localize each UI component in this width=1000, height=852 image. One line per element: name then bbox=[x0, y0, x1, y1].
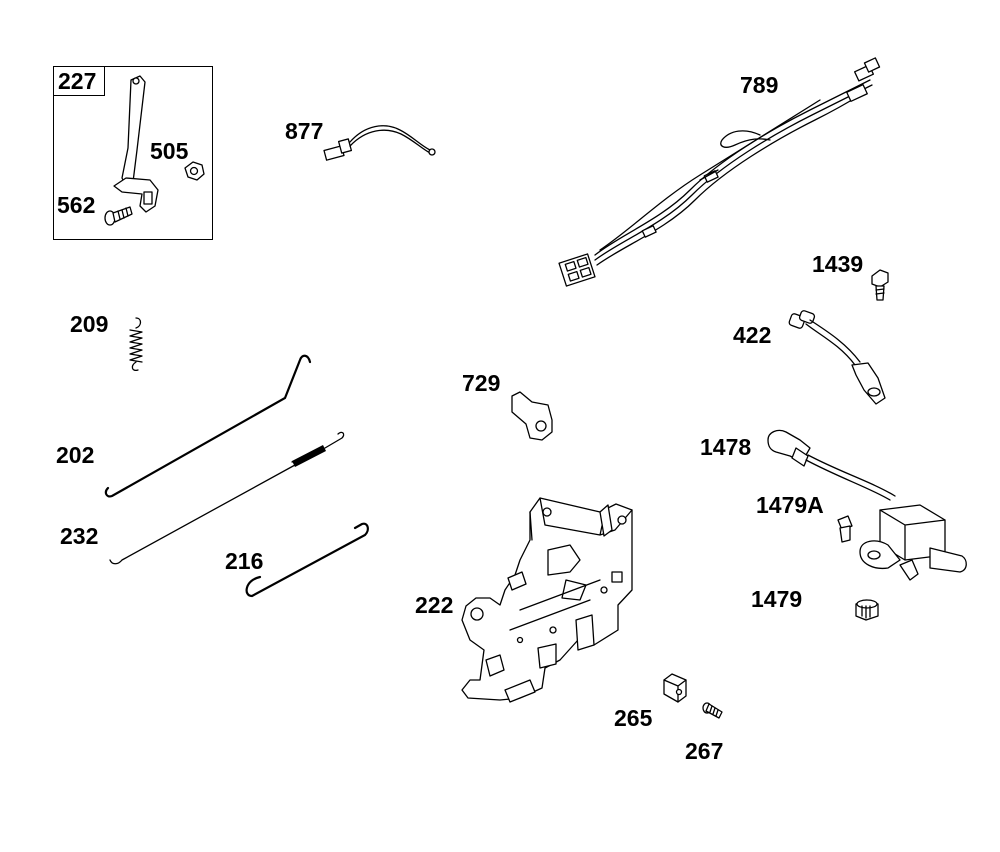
part-267-screw bbox=[702, 702, 723, 719]
part-216-rod bbox=[245, 522, 369, 598]
part-222-control-bracket bbox=[461, 497, 633, 703]
label-877: 877 bbox=[285, 118, 324, 144]
label-265: 265 bbox=[614, 705, 653, 731]
part-232-cable bbox=[109, 431, 345, 565]
label-222: 222 bbox=[415, 592, 454, 618]
label-729: 729 bbox=[462, 370, 501, 396]
part-202-rod bbox=[104, 354, 312, 498]
label-1478: 1478 bbox=[700, 434, 752, 460]
label-422: 422 bbox=[733, 322, 772, 348]
label-232: 232 bbox=[60, 523, 99, 549]
part-1439-bolt bbox=[871, 269, 889, 301]
label-1479: 1479 bbox=[751, 586, 803, 612]
label-209: 209 bbox=[70, 311, 109, 337]
label-227: 227 bbox=[58, 68, 97, 94]
part-789-harness bbox=[558, 57, 881, 287]
part-729-bracket bbox=[511, 391, 553, 441]
label-562: 562 bbox=[57, 192, 96, 218]
label-202: 202 bbox=[56, 442, 95, 468]
part-1478-solenoid bbox=[767, 429, 967, 581]
label-505: 505 bbox=[150, 138, 189, 164]
part-505-nut bbox=[184, 161, 205, 181]
part-1479-cap bbox=[855, 599, 879, 621]
part-877-wire bbox=[323, 125, 436, 161]
part-209-spring bbox=[129, 317, 143, 372]
label-216: 216 bbox=[225, 548, 264, 574]
part-1479A-fitting bbox=[837, 515, 853, 543]
label-267: 267 bbox=[685, 738, 724, 764]
part-562-screw bbox=[104, 206, 133, 226]
label-1439: 1439 bbox=[812, 251, 864, 277]
part-265-clip bbox=[663, 673, 687, 703]
assembly-227-box bbox=[53, 66, 213, 240]
label-1479A: 1479A bbox=[756, 492, 824, 518]
assembly-227-tab bbox=[53, 66, 105, 96]
label-789: 789 bbox=[740, 72, 779, 98]
part-422-ground-wire bbox=[788, 310, 886, 405]
part-227-lever bbox=[113, 75, 159, 213]
